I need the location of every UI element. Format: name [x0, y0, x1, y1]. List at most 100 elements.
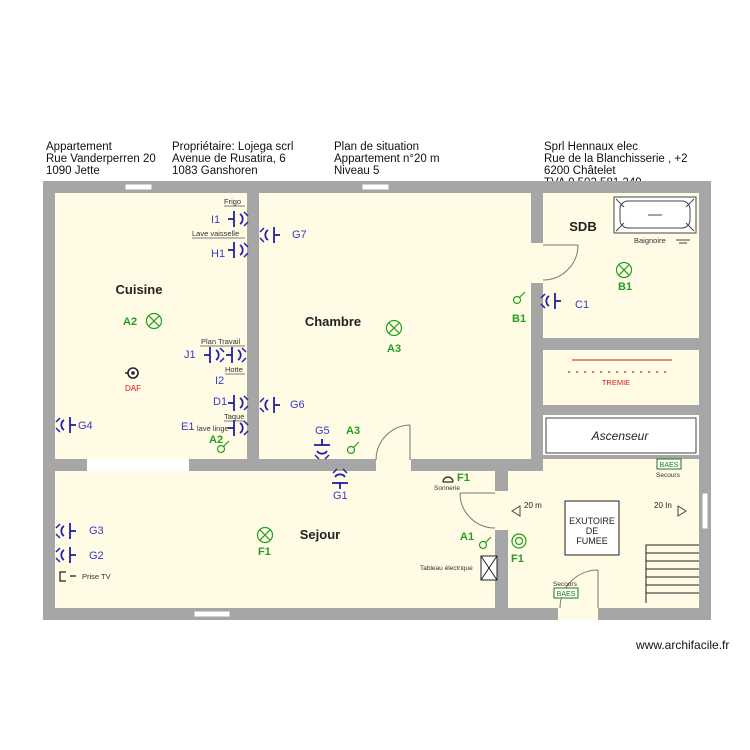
- circuit-code: J1: [184, 349, 196, 361]
- circuit-code: G1: [333, 490, 348, 502]
- appliance-label: Lave vaisselle: [192, 229, 239, 238]
- smoke-vent-label: FUMEE: [576, 536, 608, 546]
- appliance-label: Plan Travail: [201, 337, 241, 346]
- wall: [411, 459, 543, 471]
- circuit-code: D1: [213, 396, 227, 408]
- circuit-code: E1: [181, 421, 194, 433]
- header-line: Sprl Hennaux elec: [544, 141, 638, 153]
- window: [193, 610, 231, 618]
- tremie-label: TREMIE: [602, 378, 630, 387]
- smoke-vent-label: DE: [586, 526, 599, 536]
- tremie-symbol: [568, 359, 672, 373]
- header-line: Appartement: [46, 141, 112, 153]
- circuit-code: G4: [78, 420, 93, 432]
- smoke-vent-box: [564, 500, 620, 556]
- wall: [43, 181, 55, 620]
- window: [124, 183, 153, 191]
- room-name: Cuisine: [116, 282, 163, 297]
- dimension-label: 20 m: [524, 501, 542, 510]
- appliance-label: Baignoire: [634, 236, 666, 245]
- baes-label: BAES: [557, 591, 576, 598]
- header-block-address: Appartement Rue Vanderperren 20 1090 Jet…: [46, 141, 156, 177]
- bath-earth-icon: [676, 239, 690, 244]
- header-line: 6200 Châtelet: [544, 165, 616, 177]
- circuit-code: A3: [346, 425, 360, 437]
- tv-socket-label: Prise TV: [82, 572, 111, 581]
- arrow-left-icon: [511, 505, 521, 517]
- circuit-code: F1: [511, 553, 524, 565]
- circuit-code: I1: [211, 214, 220, 226]
- wall: [543, 405, 699, 415]
- header-line: Rue Vanderperren 20: [46, 153, 156, 165]
- dimension-label: 20 In: [654, 501, 672, 510]
- room-name: Chambre: [305, 314, 361, 329]
- electrical-panel: [480, 555, 498, 581]
- wall-light-icon: [511, 533, 527, 549]
- header-line: Niveau 5: [334, 165, 380, 177]
- tv-socket-icon: [59, 571, 76, 582]
- door-entrance: [558, 569, 599, 620]
- direction-arrows: [511, 505, 687, 517]
- wall: [531, 193, 543, 243]
- circuit-code: I2: [215, 375, 224, 387]
- appliance-label: Frigo: [224, 197, 241, 206]
- appliance-label: lave linge: [197, 424, 229, 433]
- floor-cuisine: [55, 193, 247, 459]
- emergency-light-icon: BAES: [553, 587, 579, 599]
- circuit-code: G7: [292, 229, 307, 241]
- wall: [43, 608, 711, 620]
- header-line: Propriétaire: Lojega scrl: [172, 141, 294, 153]
- emergency-light-icon: BAES: [656, 458, 682, 470]
- label-underlines: [192, 205, 245, 422]
- circuit-code: B1: [618, 281, 632, 293]
- smoke-detector-icon: [125, 367, 139, 379]
- bell-icon: [442, 476, 454, 483]
- wall: [495, 530, 508, 608]
- appliance-label: Taque: [224, 412, 244, 421]
- watermark: www.archifacile.fr: [636, 638, 730, 652]
- wall: [55, 459, 87, 471]
- circuit-code: C1: [575, 299, 589, 311]
- header-line: 1090 Jette: [46, 165, 100, 177]
- appliance-label: Hotte: [225, 365, 243, 374]
- wall: [247, 193, 259, 471]
- circuit-code: A2: [209, 434, 223, 446]
- wall: [699, 181, 711, 620]
- header-block-owner: Propriétaire: Lojega scrl Avenue de Rusa…: [172, 141, 293, 177]
- floor-sejour: [55, 471, 495, 608]
- wall: [189, 459, 376, 471]
- header-line: Avenue de Rusatira, 6: [172, 153, 286, 165]
- circuit-code: A3: [387, 343, 401, 355]
- stairs: [645, 544, 699, 603]
- room-name: SDB: [569, 219, 596, 234]
- baes-label: BAES: [660, 462, 679, 469]
- secours-label: Secours: [656, 472, 681, 479]
- wall: [543, 455, 699, 459]
- circuit-code: H1: [211, 248, 225, 260]
- header-line: Plan de situation: [334, 141, 420, 153]
- circuit-code: G3: [89, 525, 104, 537]
- circuit-code: F1: [457, 472, 470, 484]
- wall: [531, 283, 543, 459]
- wall: [508, 459, 520, 471]
- door-sejour: [459, 491, 508, 530]
- circuit-code: G5: [315, 425, 330, 437]
- header-line: 1083 Ganshoren: [172, 165, 258, 177]
- circuit-code: G2: [89, 550, 104, 562]
- circuit-code: A2: [123, 316, 137, 328]
- circuit-code: B1: [512, 313, 526, 325]
- wall: [495, 471, 508, 491]
- door-sdb: [531, 243, 579, 283]
- door-chambre: [375, 424, 411, 471]
- doors: [375, 243, 599, 620]
- arrow-right-icon: [677, 505, 687, 517]
- header-line: Rue de la Blanchisserie , +2: [544, 153, 688, 165]
- bell-label: Sonnerie: [434, 485, 460, 492]
- wall: [543, 338, 699, 350]
- smoke-detector-label: DAF: [125, 384, 141, 393]
- secours-label: Secours: [553, 581, 578, 588]
- smoke-vent-label: EXUTOIRE: [569, 516, 615, 526]
- bathtub: [613, 196, 697, 234]
- panel-label: Tableau électrique: [420, 565, 473, 572]
